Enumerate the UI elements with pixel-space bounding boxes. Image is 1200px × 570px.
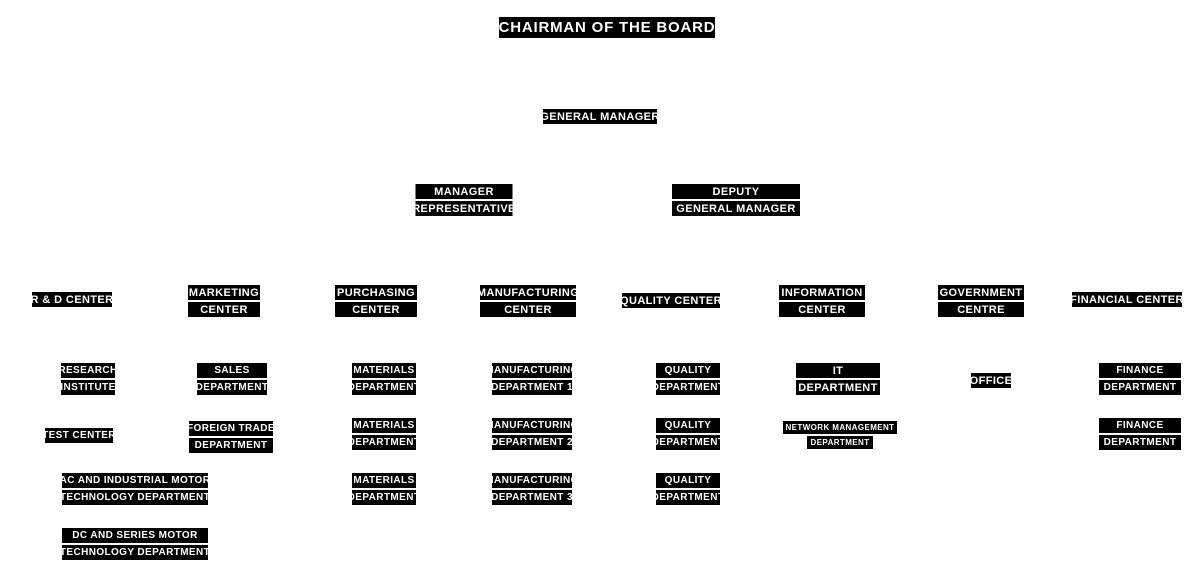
- node-quality-department-2: QUALITY DEPARTMENT: [656, 418, 720, 450]
- node-materials-department-2: MATERIALS DEPARTMENT: [352, 418, 416, 450]
- node-label: MANUFACTURING: [492, 418, 572, 433]
- node-label: DEPARTMENT 3: [492, 490, 572, 505]
- node-manager-representative: MANAGER REPRESENTATIVE: [415, 184, 513, 216]
- node-label: FOREIGN TRADE: [189, 421, 273, 436]
- node-quality-department-3: QUALITY DEPARTMENT: [656, 473, 720, 505]
- node-label: MANAGER: [415, 184, 513, 199]
- node-label: MANUFACTURING: [492, 363, 572, 378]
- node-label: SALES: [197, 363, 267, 378]
- node-label: IT: [796, 363, 880, 378]
- node-label: CENTER: [480, 302, 576, 317]
- node-research-institute: RESEARCH INSTITUTE: [61, 363, 115, 395]
- node-label: QUALITY CENTER: [622, 293, 720, 308]
- node-label: DEPARTMENT: [352, 380, 416, 395]
- node-label: GENERAL MANAGER: [543, 109, 657, 124]
- node-label: PURCHASING: [335, 285, 417, 300]
- node-manufacturing-center: MANUFACTURING CENTER: [480, 285, 576, 317]
- node-chairman-of-the-board: CHAIRMAN OF THE BOARD: [499, 17, 715, 38]
- node-label: DEPARTMENT: [656, 435, 720, 450]
- node-materials-department-1: MATERIALS DEPARTMENT: [352, 363, 416, 395]
- node-label: R & D CENTER: [32, 292, 112, 307]
- node-label: DEPARTMENT: [807, 436, 873, 449]
- node-finance-department-2: FINANCE DEPARTMENT: [1099, 418, 1181, 450]
- node-label: DEPARTMENT: [656, 490, 720, 505]
- node-label: CENTER: [188, 302, 260, 317]
- node-label: DEPARTMENT: [1099, 380, 1181, 395]
- node-label: FINANCE: [1099, 418, 1181, 433]
- node-finance-department-1: FINANCE DEPARTMENT: [1099, 363, 1181, 395]
- node-label: DEPARTMENT 2: [492, 435, 572, 450]
- node-label: DEPARTMENT: [1099, 435, 1181, 450]
- node-label: MARKETING: [188, 285, 260, 300]
- node-label: QUALITY: [656, 418, 720, 433]
- node-financial-center: FINANCIAL CENTER: [1072, 292, 1182, 307]
- node-label: FINANCIAL CENTER: [1072, 292, 1182, 307]
- node-label: NETWORK MANAGEMENT: [783, 421, 897, 434]
- node-label: CHAIRMAN OF THE BOARD: [499, 17, 715, 38]
- node-label: GOVERNMENT: [938, 285, 1024, 300]
- node-rd-center: R & D CENTER: [32, 292, 112, 307]
- node-label: CENTER: [335, 302, 417, 317]
- node-label: FINANCE: [1099, 363, 1181, 378]
- node-quality-department-1: QUALITY DEPARTMENT: [656, 363, 720, 395]
- node-label: GENERAL MANAGER: [672, 201, 800, 216]
- node-marketing-center: MARKETING CENTER: [188, 285, 260, 317]
- node-label: REPRESENTATIVE: [415, 201, 513, 216]
- node-label: TECHNOLOGY DEPARTMENT: [62, 490, 208, 505]
- node-label: RESEARCH: [61, 363, 115, 378]
- node-sales-department: SALES DEPARTMENT: [197, 363, 267, 395]
- node-label: DEPARTMENT: [189, 438, 273, 453]
- node-label: DEPARTMENT: [656, 380, 720, 395]
- node-label: DEPARTMENT: [197, 380, 267, 395]
- node-purchasing-center: PURCHASING CENTER: [335, 285, 417, 317]
- node-label: INFORMATION: [779, 285, 865, 300]
- node-quality-center: QUALITY CENTER: [622, 293, 720, 308]
- node-government-centre: GOVERNMENT CENTRE: [938, 285, 1024, 317]
- node-label: DEPARTMENT: [796, 380, 880, 395]
- node-label: DC AND SERIES MOTOR: [62, 528, 208, 543]
- node-label: CENTER: [779, 302, 865, 317]
- node-manufacturing-department-1: MANUFACTURING DEPARTMENT 1: [492, 363, 572, 395]
- node-materials-department-3: MATERIALS DEPARTMENT: [352, 473, 416, 505]
- node-label: MATERIALS: [352, 418, 416, 433]
- node-it-department: IT DEPARTMENT: [796, 363, 880, 395]
- node-label: TEST CENTER: [45, 428, 113, 443]
- node-office: OFFICE: [971, 373, 1011, 388]
- node-dc-and-series-motor-technology-department: DC AND SERIES MOTOR TECHNOLOGY DEPARTMEN…: [62, 528, 208, 560]
- node-label: INSTITUTE: [61, 380, 115, 395]
- node-label: QUALITY: [656, 363, 720, 378]
- node-label: DEPUTY: [672, 184, 800, 199]
- node-label: MANUFACTURING: [480, 285, 576, 300]
- node-label: QUALITY: [656, 473, 720, 488]
- node-ac-and-industrial-motor-technology-department: AC AND INDUSTRIAL MOTOR TECHNOLOGY DEPAR…: [62, 473, 208, 505]
- node-label: OFFICE: [971, 373, 1011, 388]
- node-label: AC AND INDUSTRIAL MOTOR: [62, 473, 208, 488]
- node-label: CENTRE: [938, 302, 1024, 317]
- node-foreign-trade-department: FOREIGN TRADE DEPARTMENT: [189, 421, 273, 453]
- node-general-manager: GENERAL MANAGER: [543, 109, 657, 124]
- node-test-center: TEST CENTER: [45, 428, 113, 443]
- node-label: MATERIALS: [352, 363, 416, 378]
- node-information-center: INFORMATION CENTER: [779, 285, 865, 317]
- node-deputy-general-manager: DEPUTY GENERAL MANAGER: [672, 184, 800, 216]
- node-manufacturing-department-3: MANUFACTURING DEPARTMENT 3: [492, 473, 572, 505]
- node-network-management-department: NETWORK MANAGEMENT DEPARTMENT: [783, 421, 897, 449]
- node-label: DEPARTMENT: [352, 435, 416, 450]
- node-label: MANUFACTURING: [492, 473, 572, 488]
- node-manufacturing-department-2: MANUFACTURING DEPARTMENT 2: [492, 418, 572, 450]
- node-label: TECHNOLOGY DEPARTMENT: [62, 545, 208, 560]
- node-label: DEPARTMENT: [352, 490, 416, 505]
- node-label: MATERIALS: [352, 473, 416, 488]
- node-label: DEPARTMENT 1: [492, 380, 572, 395]
